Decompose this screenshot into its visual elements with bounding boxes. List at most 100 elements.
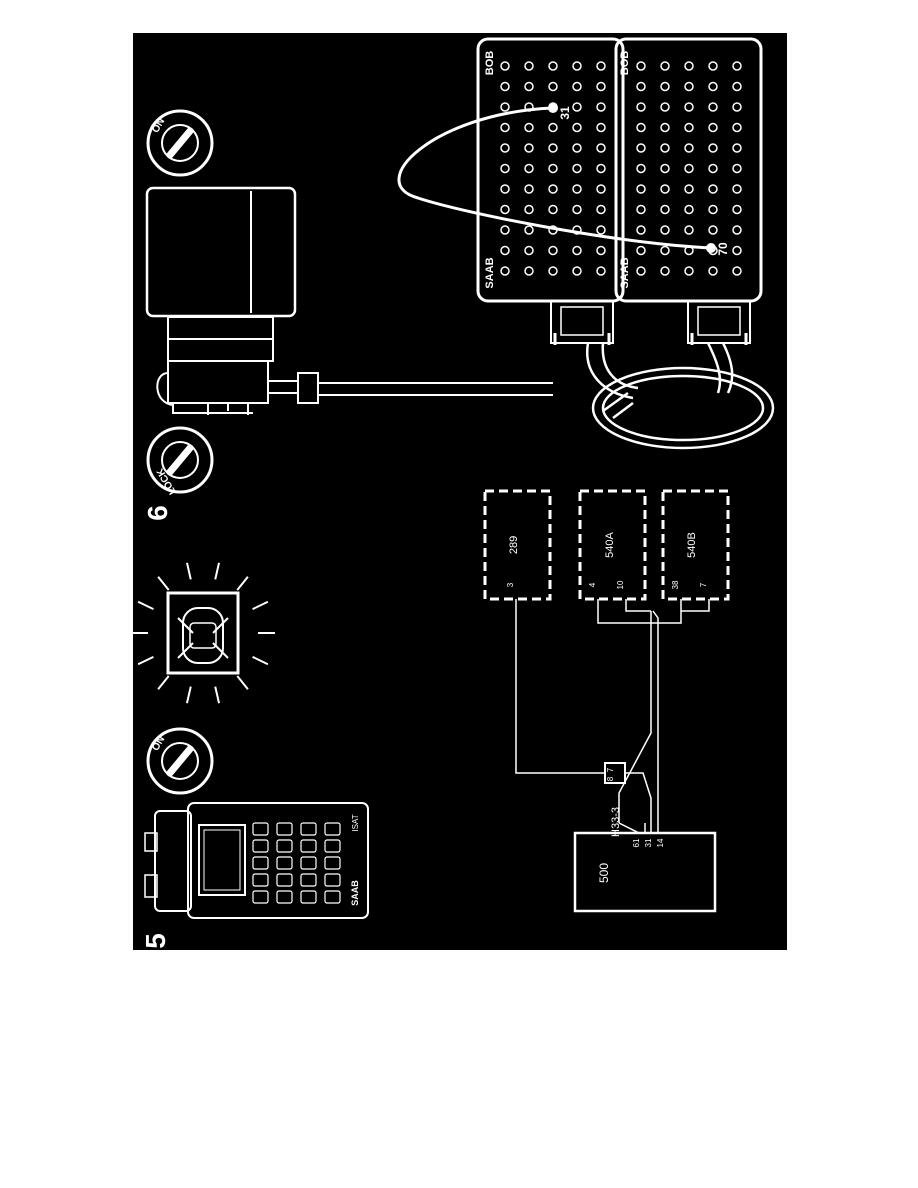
tester-key xyxy=(324,822,341,836)
bob-pin-hole xyxy=(708,102,718,112)
bob-pin-hole xyxy=(684,163,694,174)
bob-pin-hole xyxy=(548,61,558,71)
bob-pin-hole xyxy=(500,61,510,71)
tester-key xyxy=(324,856,341,870)
bob-pin-hole xyxy=(708,61,718,71)
bob-pin-hole xyxy=(524,81,534,92)
diagram-panel: 5 6 SAAB ISAT ON LOCK ON xyxy=(133,33,787,950)
bob-top-label: BOB xyxy=(484,51,496,76)
bob-pin-hole xyxy=(596,102,606,112)
bob-pin-hole xyxy=(732,184,742,194)
bob-connector-bottom xyxy=(687,300,751,345)
tester-key xyxy=(252,890,269,904)
ignition-switch-on-2: ON xyxy=(146,109,214,177)
bob-pin-hole xyxy=(548,122,558,133)
bob-pin-hole xyxy=(636,266,646,276)
bob-pin-hole xyxy=(500,143,510,153)
bob-pin-hole xyxy=(708,143,718,153)
bob-pin-hole xyxy=(596,225,606,235)
light-ray xyxy=(236,675,249,690)
module-540a-box xyxy=(578,489,647,601)
bob-pin-hole xyxy=(548,163,558,174)
bob-pin-hole xyxy=(548,143,558,153)
pin-540b-38: 38 xyxy=(671,580,680,589)
ignition-switch-on-1: ON xyxy=(146,727,214,795)
bob-bottom-brand: SAAB xyxy=(619,257,631,288)
tester-brand-label: SAAB xyxy=(350,880,360,906)
bob-pin-hole xyxy=(708,266,718,276)
bob-pin-hole xyxy=(572,122,582,133)
light-ray xyxy=(137,655,154,666)
bob-bottom-label: BOB xyxy=(619,51,631,76)
tester-key xyxy=(276,822,293,836)
bob-pin-hole xyxy=(572,102,582,112)
tester-key xyxy=(300,822,317,836)
bob-pin-hole xyxy=(572,61,582,71)
step-number-6: 6 xyxy=(142,505,173,521)
tester-key xyxy=(252,856,269,870)
light-ray xyxy=(214,562,220,580)
pin-540b-7: 7 xyxy=(699,582,708,587)
bob-top-brand: SAAB xyxy=(484,257,496,288)
bob-pin-hole xyxy=(636,184,646,194)
bob-pin-hole xyxy=(548,266,558,276)
bob-pin-hole xyxy=(660,163,670,174)
breakout-box-top: SAAB BOB xyxy=(476,37,625,303)
bob-pin-hole xyxy=(596,184,606,194)
bob-pin-hole xyxy=(636,163,646,174)
jumper-wire: 31 70 xyxy=(397,103,730,256)
light-ray xyxy=(137,600,154,611)
bob-pin-hole xyxy=(636,122,646,133)
bob-pin-hole xyxy=(636,225,646,235)
bob-pin-hole xyxy=(732,122,742,133)
bob-pin-hole xyxy=(596,122,606,133)
bob-pin-hole xyxy=(596,163,606,174)
connector-h33-label: H33-3 xyxy=(610,807,622,837)
bob-pin-hole xyxy=(572,81,582,92)
tester-key xyxy=(300,873,317,887)
light-ray xyxy=(236,576,249,591)
bob-pin-hole xyxy=(596,245,606,256)
bob-pin-hole xyxy=(596,266,606,276)
bob-pin-hole xyxy=(500,204,510,215)
bob-pin-hole xyxy=(684,81,694,92)
tester-key xyxy=(276,890,293,904)
bob-pin-hole xyxy=(524,163,534,174)
tester-device: SAAB ISAT xyxy=(144,802,369,919)
bob-pin-hole xyxy=(572,245,582,256)
bob-pin-hole xyxy=(572,266,582,276)
bob-pin-hole xyxy=(660,266,670,276)
module-540b-box xyxy=(661,489,730,601)
tester-key xyxy=(276,856,293,870)
bob-pin-hole xyxy=(524,225,534,235)
bob-pin-hole xyxy=(500,102,510,112)
bob-pin-hole xyxy=(524,245,534,256)
bob-pin-hole xyxy=(596,61,606,71)
bob-pin-hole xyxy=(732,143,742,153)
bob-pin-hole xyxy=(572,143,582,153)
module-540a-label: 540A xyxy=(604,531,616,557)
bob-pin-hole xyxy=(708,122,718,133)
bob-pin-hole xyxy=(524,61,534,71)
bob-pin-hole xyxy=(732,163,742,174)
ignition-switch-lock: LOCK xyxy=(146,426,214,496)
bob-pin-hole xyxy=(684,102,694,112)
bob-pin-hole xyxy=(524,204,534,215)
module-289-label: 289 xyxy=(508,536,520,554)
bob-pin-hole xyxy=(500,122,510,133)
light-ray xyxy=(252,655,269,666)
bob-pin-hole xyxy=(572,225,582,235)
light-ray xyxy=(252,600,269,611)
bob-pin-hole xyxy=(684,61,694,71)
module-540b-label: 540B xyxy=(686,532,698,558)
bob-pin-hole xyxy=(732,266,742,276)
tester-key xyxy=(324,890,341,904)
bob-connector-top xyxy=(550,300,614,345)
bob-pin-hole xyxy=(708,81,718,92)
bob-pin-hole xyxy=(660,81,670,92)
bob-pin-hole xyxy=(732,225,742,235)
light-ray xyxy=(157,576,170,591)
light-ray xyxy=(186,562,192,580)
pin-31-label: 31 xyxy=(558,106,572,120)
bob-pin-hole xyxy=(708,204,718,215)
